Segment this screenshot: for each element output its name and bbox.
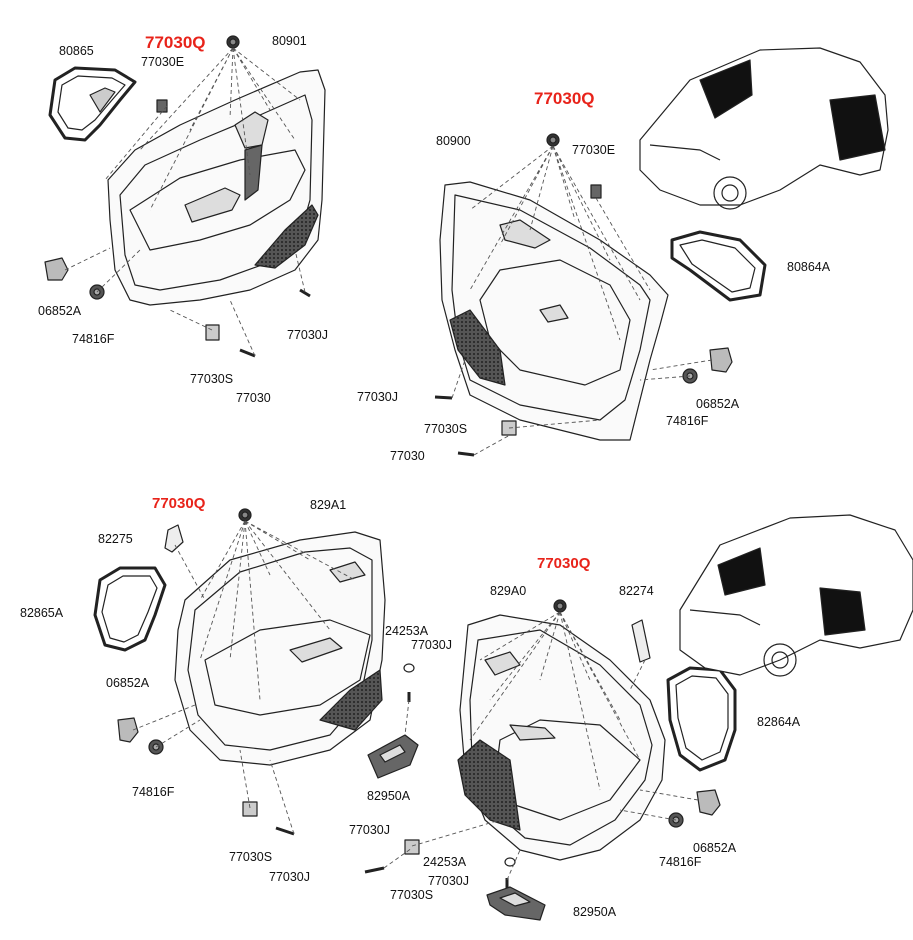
rear-right-label-bracket: 06852A [693, 841, 737, 855]
front-left-label-trim-panel: 80901 [272, 34, 307, 48]
front-left-clip-s [205, 324, 220, 341]
rear-left-cover [164, 524, 184, 553]
rear-left-label-cover: 82275 [98, 532, 133, 546]
front-right-clip-q [546, 133, 560, 147]
rear-right-highlight-label: 77030Q [537, 555, 591, 572]
rear-right-leader-lines [383, 611, 699, 881]
front-left-clip-e [156, 99, 168, 113]
rear-right-switch [486, 886, 546, 921]
front-left-screw [239, 288, 311, 358]
rear-right-label-trim-panel: 829A0 [490, 584, 527, 598]
front-left-leader-lines [64, 47, 306, 357]
front-left-label-grommet: 80865 [59, 44, 94, 58]
rear-door-vehicle-illustration [679, 514, 913, 677]
rear-left-screw [275, 826, 295, 836]
front-right-label-clip-e: 77030E [572, 143, 616, 157]
rear-left-label-bracket: 06852A [106, 676, 150, 690]
front-left-label-screw-j: 77030J [287, 328, 329, 342]
front-right-grommet [670, 230, 767, 302]
front-left-label-bracket: 06852A [38, 304, 82, 318]
rear-left-grommet [93, 566, 167, 652]
rear-left-clip-q [238, 508, 252, 522]
rear-right-label-grommet: 82864A [757, 715, 801, 729]
front-right-label-screw-j: 77030J [357, 390, 399, 404]
front-right-clip-e [590, 184, 602, 199]
rear-left-highlight-label: 77030Q [152, 495, 206, 512]
front-right-door-panel [439, 181, 669, 441]
rear-right-label-screw-j: 77030J [349, 823, 391, 837]
rear-left-bracket [117, 717, 139, 743]
front-right-label-screw: 77030 [390, 449, 425, 463]
front-right-screws [434, 395, 475, 457]
rear-left-label-screw-j: 77030J [269, 870, 311, 884]
rear-left-cap-and-screw [403, 663, 415, 702]
front-left-bracket [44, 257, 69, 281]
rear-right-bracket [696, 789, 721, 816]
rear-left-door-panel [174, 531, 386, 766]
rear-left-label-grommet: 82865A [20, 606, 64, 620]
front-left-clip-q [226, 35, 240, 49]
rear-left-label-screw-j-top: 77030J [411, 638, 453, 652]
rear-right-grommet [666, 666, 737, 772]
front-right-leader-lines [451, 145, 713, 456]
front-right-label-clip-s: 77030S [424, 422, 468, 436]
rear-left-label-clip-s: 77030S [229, 850, 273, 864]
front-door-vehicle-illustration [639, 47, 889, 210]
rear-right-label-switch: 82950A [573, 905, 617, 919]
rear-left-label-trim-panel: 829A1 [310, 498, 347, 512]
front-left-highlight-label: 77030Q [145, 33, 206, 52]
front-left-label-screw: 77030 [236, 391, 271, 405]
front-left-label-clip-e: 77030E [141, 55, 185, 69]
rear-left-leader-lines [132, 520, 410, 835]
rear-left-label-switch: 82950A [367, 789, 411, 803]
front-right-bracket [709, 347, 733, 373]
front-left-door-panel [107, 69, 326, 306]
rear-right-label-fastener: 74816F [659, 855, 702, 869]
front-left-label-clip-s: 77030S [190, 372, 234, 386]
rear-left-switch [367, 734, 419, 779]
front-right-label-grommet: 80864A [787, 260, 831, 274]
front-right-label-bracket: 06852A [696, 397, 740, 411]
front-right-label-trim-panel: 80900 [436, 134, 471, 148]
front-left-grommet [48, 66, 137, 142]
rear-left-clip-s [242, 801, 258, 817]
front-left-label-fastener: 74816F [72, 332, 115, 346]
rear-left-label-cap: 24253A [385, 624, 429, 638]
rear-right-label-screw-j2: 77030J [428, 874, 470, 888]
front-right-highlight-label: 77030Q [534, 89, 595, 108]
rear-right-door-panel [457, 614, 666, 861]
rear-right-cover [631, 619, 651, 663]
rear-right-label-cap: 24253A [423, 855, 467, 869]
rear-left-label-fastener: 74816F [132, 785, 175, 799]
rear-right-label-cover: 82274 [619, 584, 654, 598]
rear-right-clip-q [553, 599, 567, 613]
rear-right-label-clip-s: 77030S [390, 888, 434, 902]
rear-right-cap [504, 857, 516, 867]
front-right-label-fastener: 74816F [666, 414, 709, 428]
